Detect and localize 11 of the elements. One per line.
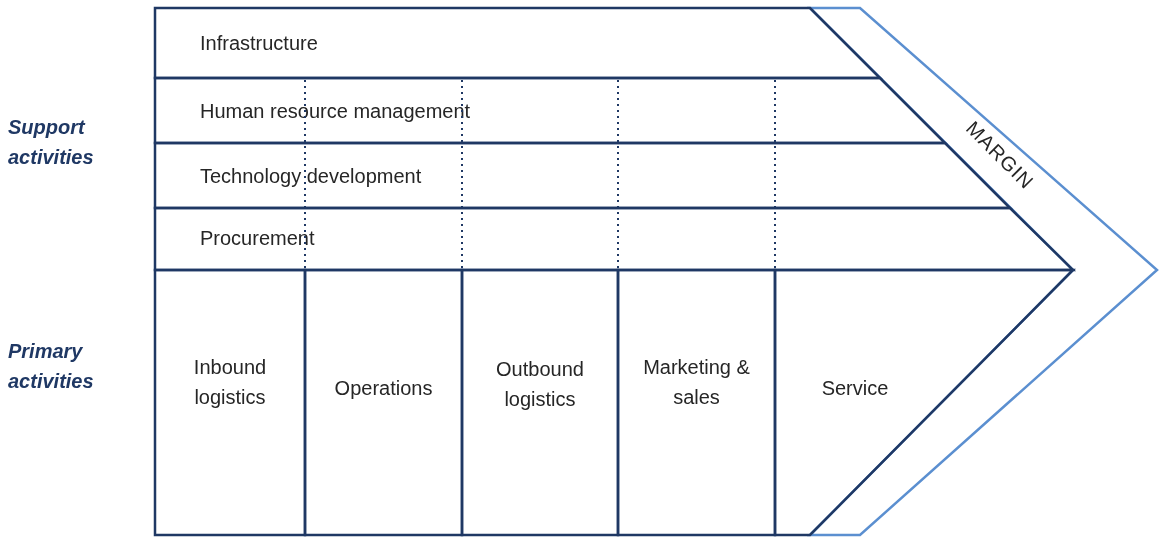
activity-label: Outbound logistics: [495, 357, 585, 412]
activity-label: Infrastructure: [200, 31, 319, 56]
activity-label: Procurement: [200, 226, 316, 251]
activity-label: Marketing & sales: [642, 355, 751, 410]
activity-label: Technology development: [200, 164, 423, 189]
activity-label: Inbound logistics: [192, 355, 268, 410]
section-label: Support activities: [8, 115, 95, 170]
section-label: Primary activities: [8, 339, 95, 394]
activity-label: Service: [820, 376, 890, 401]
activity-label: Human resource management: [200, 99, 472, 124]
activity-label: Operations: [333, 376, 434, 401]
